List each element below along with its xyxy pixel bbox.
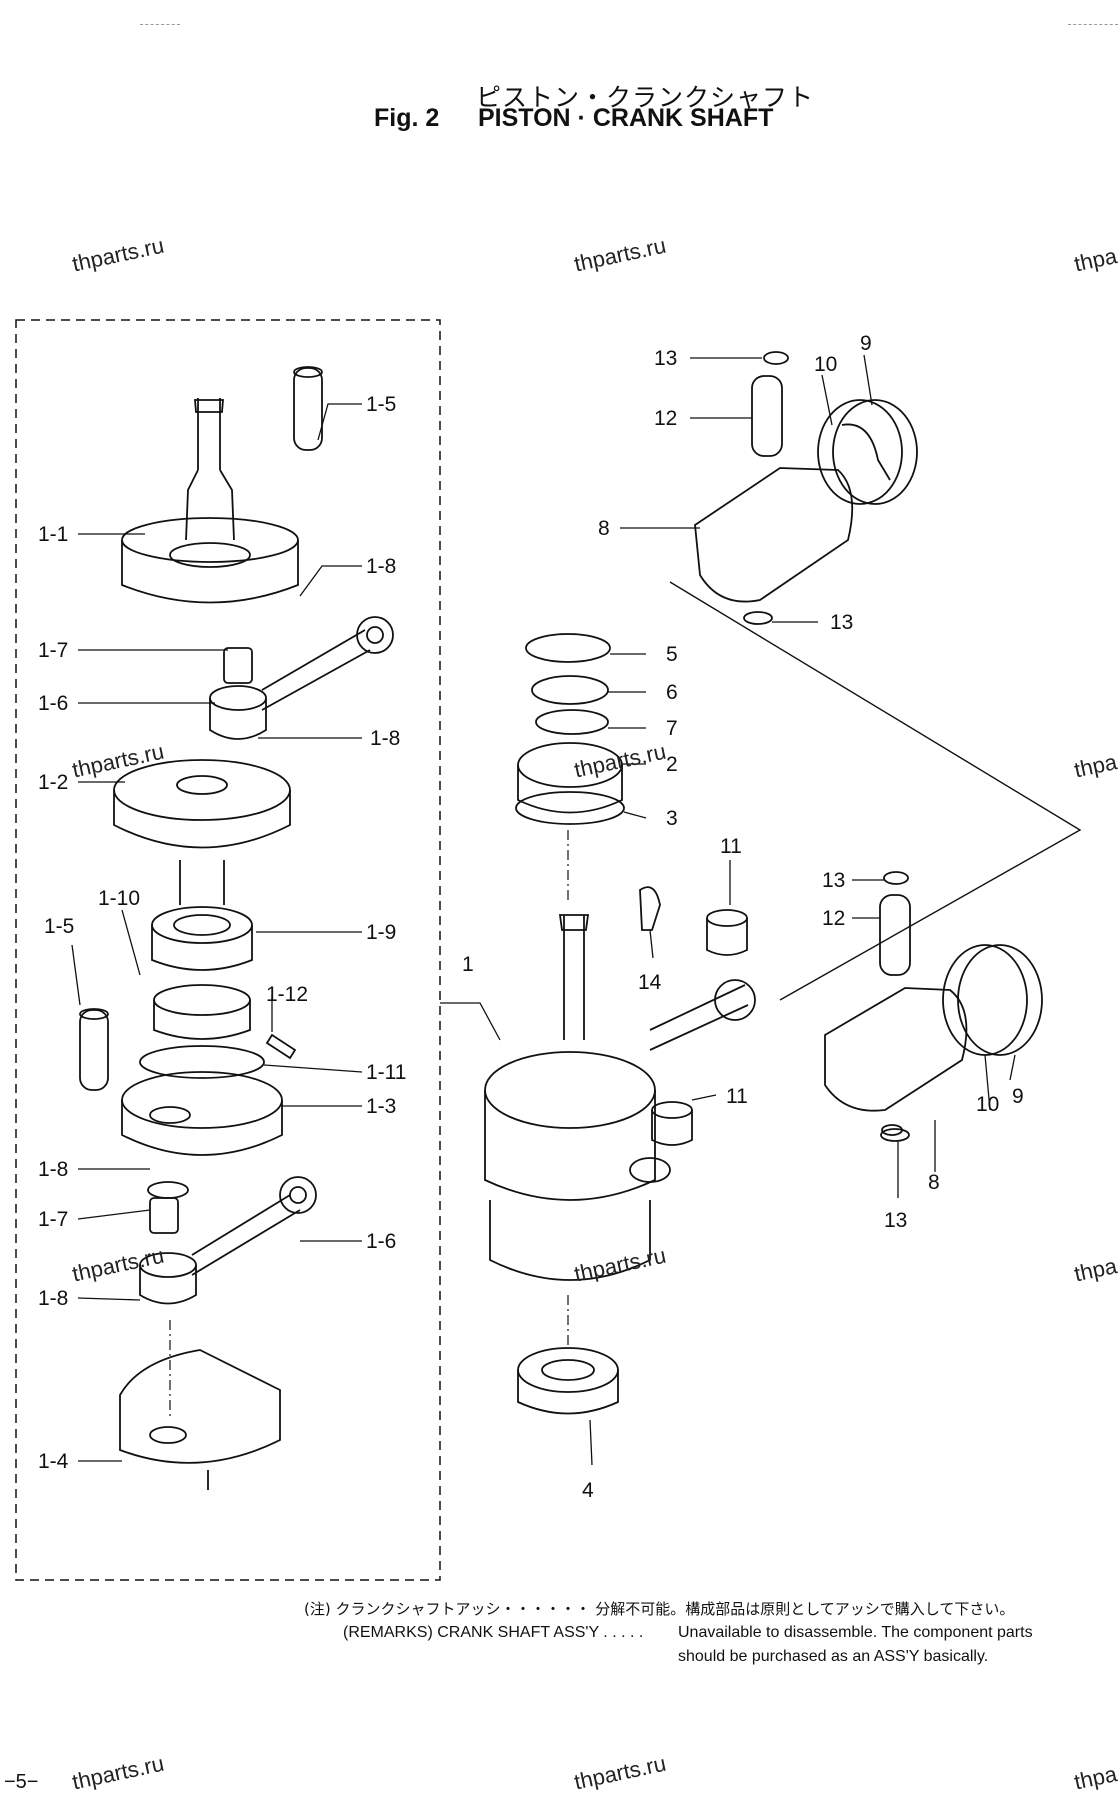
- crankshaft-main: [484, 914, 756, 1281]
- crankshaft-upper-1-1: [121, 398, 299, 604]
- ring-1-11: [139, 1045, 265, 1079]
- assembly-box: [15, 319, 441, 1581]
- pin-1-5-side: [79, 1008, 109, 1091]
- part-label: 1-8: [370, 727, 401, 750]
- part-label: 13: [822, 869, 846, 892]
- part-label: 1-3: [366, 1095, 397, 1118]
- conrod-lower: [139, 1176, 317, 1305]
- part-label: 9: [1012, 1085, 1024, 1108]
- part-label: 12: [822, 907, 846, 930]
- figure-name: PISTON · CRANK SHAFT: [478, 104, 774, 132]
- part-label: 1-1: [38, 523, 69, 546]
- pin-1-5-top: [293, 366, 323, 451]
- part-label: 1-6: [38, 692, 69, 715]
- crankweb-1-4: [119, 1349, 281, 1490]
- remarks-text-2: should be purchased as an ASS'Y basicall…: [678, 1648, 989, 1665]
- part-label: 10: [814, 353, 838, 376]
- pin-1-12: [265, 1033, 297, 1060]
- circlips: [881, 1124, 903, 1136]
- remarks-text-1: Unavailable to disassemble. The componen…: [678, 1624, 1033, 1641]
- part-label: 1-7: [38, 1208, 69, 1231]
- part-label: 12: [654, 407, 678, 430]
- part-label: 13: [654, 347, 678, 370]
- part-label: 1-5: [366, 393, 397, 416]
- figure-number: Fig. 2: [374, 104, 440, 132]
- part-label: 1-4: [38, 1450, 69, 1473]
- part-label: 11: [720, 835, 742, 858]
- part-label: 1-12: [266, 983, 309, 1006]
- part-label: 9: [860, 332, 872, 355]
- part-label: 1-8: [38, 1158, 69, 1181]
- seal-stack: [515, 633, 625, 825]
- needle-bearing-11-upper: [706, 909, 748, 956]
- part-label: 1-8: [38, 1287, 69, 1310]
- part-label: 3: [666, 807, 678, 830]
- part-label: 8: [928, 1171, 940, 1194]
- part-label: 1-11: [366, 1061, 407, 1084]
- remarks-japanese: (注) クランクシャフトアッシ・・・・・・ 分解不可能。構成部品は原則としてアッ…: [304, 1600, 1015, 1618]
- key-14: [639, 886, 661, 931]
- part-label: 1-9: [366, 921, 397, 944]
- conrod-upper: [209, 616, 394, 740]
- part-label: 13: [830, 611, 854, 634]
- part-label: 13: [884, 1209, 908, 1232]
- part-label: 6: [666, 681, 678, 704]
- part-label: 10: [976, 1093, 1000, 1116]
- mid-bearing-1-9: [151, 860, 253, 1040]
- crankweb-1-2: [113, 759, 291, 849]
- bearing-4: [517, 1347, 619, 1415]
- top-mark-left: [140, 24, 180, 25]
- part-label: 14: [638, 971, 662, 994]
- part-label: 1-8: [366, 555, 397, 578]
- part-label: 1-5: [44, 915, 75, 938]
- remarks-label: (REMARKS) CRANK SHAFT ASS'Y . . . . .: [343, 1624, 644, 1641]
- part-label: 11: [726, 1085, 748, 1108]
- part-label: 4: [582, 1479, 594, 1502]
- part-label: 1-2: [38, 771, 69, 794]
- part-label: 1-10: [98, 887, 141, 910]
- assembly-link-line: [669, 581, 1082, 1001]
- part-label: 8: [598, 517, 610, 540]
- part-label: 1-6: [366, 1230, 397, 1253]
- title-japanese: ピストン・クランクシャフト: [476, 83, 815, 112]
- part-label: 5: [666, 643, 678, 666]
- part-label: 2: [666, 753, 678, 776]
- part-label: 1: [462, 953, 474, 976]
- leader-lines: [71, 354, 1016, 1466]
- part-label: 7: [666, 717, 678, 740]
- page-number: −5−: [4, 1771, 39, 1793]
- part-label: 1-7: [38, 639, 69, 662]
- top-mark-right: [1068, 24, 1118, 25]
- crankweb-1-3: [121, 1071, 283, 1156]
- piston-upper: [694, 351, 918, 625]
